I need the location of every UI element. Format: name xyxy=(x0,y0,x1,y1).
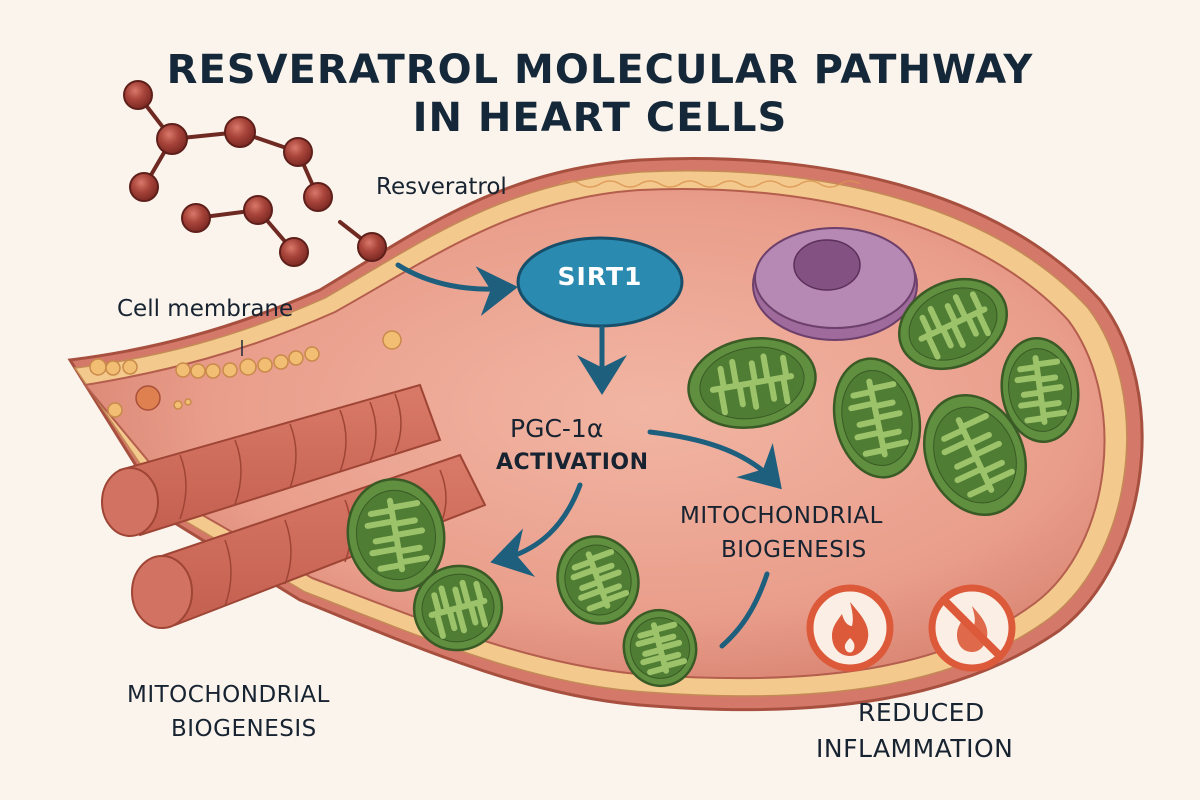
mitochondrion xyxy=(1000,336,1080,444)
mitochondrion xyxy=(922,394,1028,516)
pathway-arrows xyxy=(395,262,782,649)
vesicle-large xyxy=(135,385,161,411)
atom xyxy=(129,172,159,202)
no-inflammation-icon xyxy=(928,584,1016,672)
mitochondrion xyxy=(832,357,922,479)
arrow-pgc1a-to-mito-right xyxy=(647,429,782,490)
mitochondrion xyxy=(897,277,1009,371)
connector-mito-right-down xyxy=(719,571,770,649)
atom xyxy=(357,232,387,262)
membrane-vesicles xyxy=(89,330,402,418)
atom xyxy=(243,195,273,225)
label-mito-biogenesis-right-1: MITOCHONDRIAL xyxy=(680,503,883,529)
nucleus xyxy=(752,227,918,341)
label-cell-membrane: Cell membrane xyxy=(117,296,294,322)
label-reduced: REDUCED xyxy=(858,698,985,727)
label-inflammation: INFLAMMATION xyxy=(816,734,1014,763)
resveratrol-molecule-icon xyxy=(123,80,387,267)
atom xyxy=(156,123,188,155)
label-mito-biogenesis-left-1: MITOCHONDRIAL xyxy=(127,682,330,708)
atom xyxy=(303,182,333,212)
mitochondrion xyxy=(556,535,640,625)
atom xyxy=(224,116,256,148)
label-activation: ACTIVATION xyxy=(496,450,649,475)
label-mito-biogenesis-right-2: BIOGENESIS xyxy=(721,537,867,563)
atom xyxy=(123,80,153,110)
nucleolus xyxy=(793,239,861,291)
atom xyxy=(283,137,313,167)
sirt1-node xyxy=(516,236,684,328)
label-mito-biogenesis-left-2: BIOGENESIS xyxy=(171,716,317,742)
mitochondrion xyxy=(412,564,504,652)
mitochondrion xyxy=(622,608,698,688)
mitochondrion xyxy=(687,337,817,429)
atom xyxy=(279,237,309,267)
inflammation-icon xyxy=(806,584,894,672)
arrow-pgc1a-to-mito-left xyxy=(490,482,583,577)
title-line-2: IN HEART CELLS xyxy=(412,95,788,141)
title-line-1: RESVERATROL MOLECULAR PATHWAY xyxy=(166,47,1034,93)
mitochondria-group xyxy=(346,277,1080,688)
label-resveratrol: Resveratrol xyxy=(376,174,507,200)
label-pgc1a: PGC-1α xyxy=(510,414,604,443)
arrow-resveratrol-to-sirt1 xyxy=(395,262,518,316)
mitochondrion xyxy=(346,477,446,593)
label-sirt1: SIRT1 xyxy=(557,262,643,291)
atom xyxy=(181,203,211,233)
membrane-wave xyxy=(559,180,861,188)
muscle-fiber-upper xyxy=(101,383,442,537)
